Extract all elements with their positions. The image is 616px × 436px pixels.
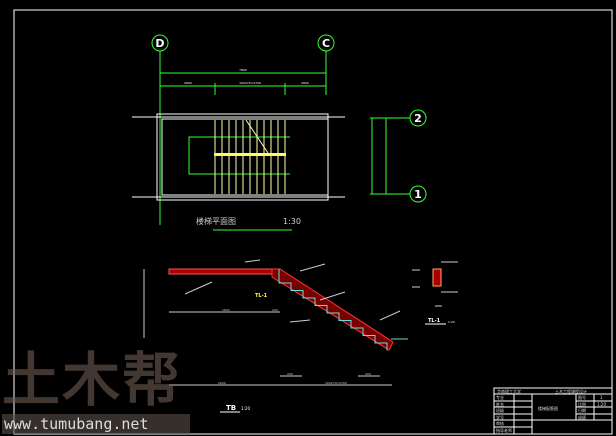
axis-label-c: C xyxy=(322,37,330,50)
plan-walls xyxy=(132,113,345,201)
beam-detail: TL-1 1:20 xyxy=(412,261,458,325)
tb-row-label: 学号 xyxy=(496,414,504,420)
axis-label-d: D xyxy=(155,37,164,50)
tb-row-label: 指导老师 xyxy=(496,427,512,433)
tb-drawing-name: 楼梯配筋图 xyxy=(538,405,558,411)
section-scale: 1:20 xyxy=(241,406,250,411)
axis-label-1: 1 xyxy=(414,188,422,201)
stair-section: TL-1 1800 200 2600 10X270=2700 200 200 T… xyxy=(143,259,408,413)
tb-right-value: 1 xyxy=(600,395,603,400)
dim-bottom-left: 2600 xyxy=(218,381,226,385)
tb-row-label: 班级 xyxy=(496,407,504,413)
dim-bottom-mid: 10X270=2700 xyxy=(325,381,347,385)
tb-row-label: 专业 xyxy=(496,394,504,400)
tb-right-label: 成绩 xyxy=(578,414,586,420)
section-title: TB xyxy=(226,404,236,412)
beam-detail-scale: 1:20 xyxy=(448,320,455,324)
tb-row-label: 姓名 xyxy=(496,401,504,407)
title-block xyxy=(493,387,613,435)
dim-landing: 1800 xyxy=(222,308,230,312)
break-line xyxy=(245,119,269,154)
dim-mid: 10X270=2700 xyxy=(239,81,261,85)
plan-landing-beam xyxy=(214,153,286,156)
plan-title: 楼梯平面图 xyxy=(196,216,236,226)
dim-small: 200 xyxy=(272,308,278,312)
title-block-text: 华南理工大学 土木工程课程设计 楼梯配筋图 专业 姓名 班级 学号 审核 指导老… xyxy=(496,388,606,433)
axis-label-2: 2 xyxy=(414,112,422,125)
plan-axes xyxy=(151,34,427,225)
beam-detail-title: TL-1 xyxy=(428,318,441,324)
plan-handrail xyxy=(188,136,290,175)
dim-left: 2600 xyxy=(184,81,192,85)
dim-a: 200 xyxy=(287,372,293,376)
watermark-url: www.tumubang.net xyxy=(2,414,190,434)
plan-treads xyxy=(214,120,286,194)
tb-school: 华南理工大学 xyxy=(497,388,521,394)
beam-tag: TL-1 xyxy=(255,293,268,299)
tb-right-label: 比例 xyxy=(578,401,586,407)
plan-scale: 1:30 xyxy=(283,217,301,226)
tb-row-label: 审核 xyxy=(496,420,504,426)
drawing-frame xyxy=(13,9,613,435)
dim-right: 2600 xyxy=(301,81,309,85)
dim-total: 7800 xyxy=(239,68,247,72)
tb-right-label: 日期 xyxy=(578,407,586,413)
tb-right-value: 1:20 xyxy=(597,402,606,407)
tb-right-label: 图号 xyxy=(578,394,586,400)
watermark-logo: 土木帮 xyxy=(2,346,183,414)
tb-course: 土木工程课程设计 xyxy=(555,388,587,394)
dim-b: 200 xyxy=(365,372,371,376)
